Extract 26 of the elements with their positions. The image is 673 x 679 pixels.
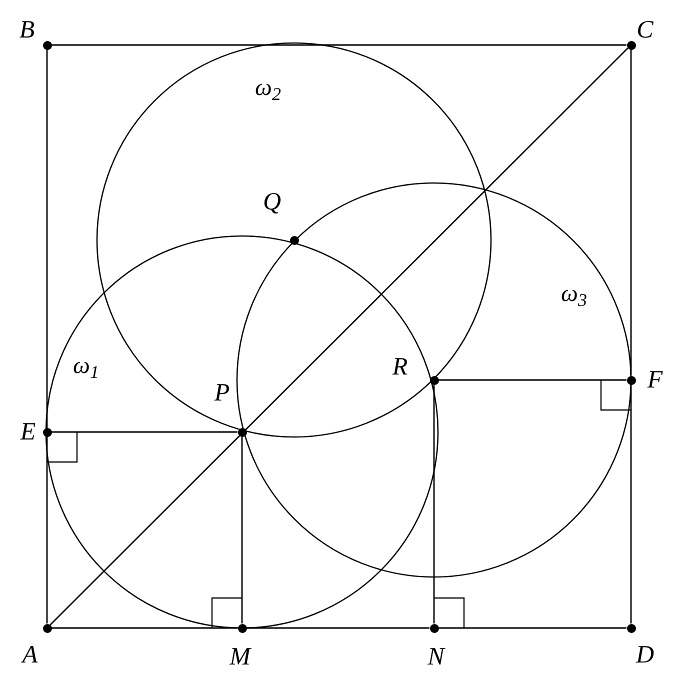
line-segment bbox=[630, 384, 632, 624]
line-segment bbox=[438, 627, 626, 629]
point-label: A bbox=[22, 642, 38, 668]
point-label: R bbox=[392, 354, 408, 380]
line-segment bbox=[630, 50, 632, 376]
point-label: M bbox=[230, 644, 250, 670]
line-segment bbox=[438, 379, 626, 381]
point-label: C bbox=[636, 18, 654, 42]
point-label: D bbox=[636, 642, 654, 668]
circle-label: ω$_{2}$ bbox=[255, 76, 281, 100]
line-segment bbox=[46, 50, 48, 624]
point-label: P bbox=[214, 380, 230, 406]
line-segment bbox=[52, 627, 238, 629]
circle-label: ω$_{3}$ bbox=[561, 282, 587, 306]
point-label: B bbox=[19, 18, 35, 42]
point-label: Q bbox=[262, 190, 282, 214]
line-segment bbox=[246, 627, 430, 629]
point-label: F bbox=[647, 368, 663, 392]
line-segment bbox=[433, 384, 435, 624]
line-segment bbox=[50, 48, 628, 626]
point-label: E bbox=[20, 420, 36, 444]
line-segment bbox=[52, 44, 626, 46]
circle-label: ω$_{1}$ bbox=[73, 354, 99, 378]
point-label: N bbox=[428, 644, 444, 670]
line-segment bbox=[241, 436, 243, 624]
line-segment bbox=[52, 431, 238, 433]
